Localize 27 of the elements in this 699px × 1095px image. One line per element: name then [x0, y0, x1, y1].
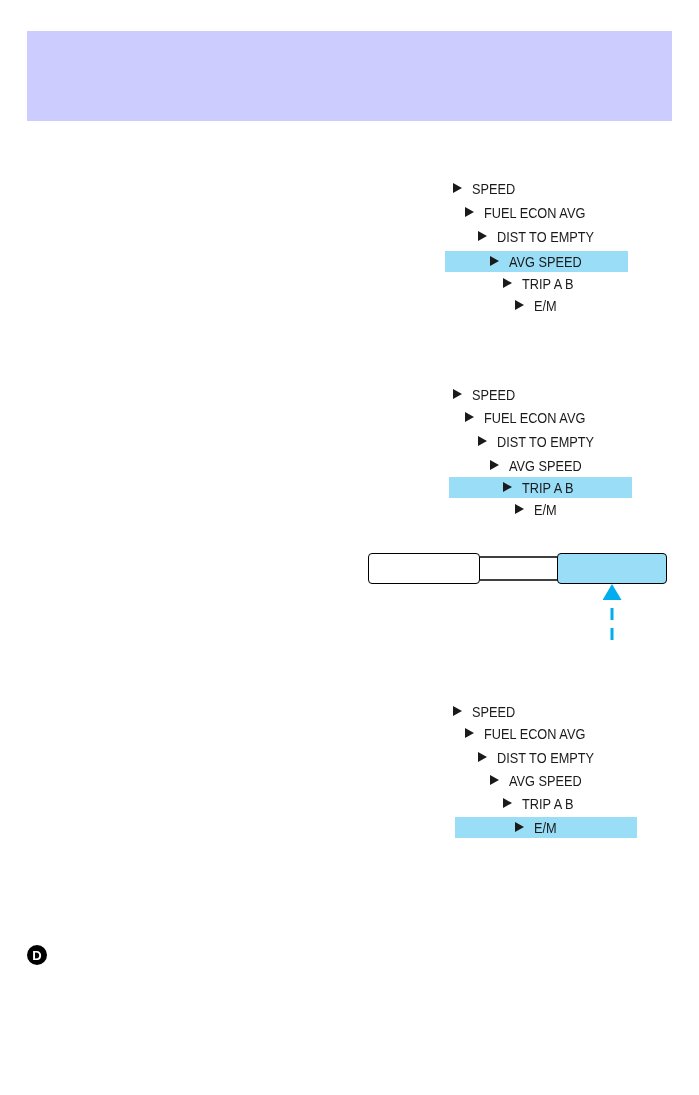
- menu-item-text: TRIP A B: [521, 795, 574, 811]
- menu-item-text: DIST TO EMPTY: [496, 433, 594, 449]
- menu-item-text: AVG SPEED: [509, 457, 582, 473]
- display-segment: [557, 553, 667, 584]
- menu-item-text: SPEED: [472, 180, 516, 196]
- menu-item-text: E/M: [534, 297, 557, 313]
- highlight-band: [449, 476, 632, 498]
- menu-item-text: SPEED: [472, 386, 516, 402]
- menu-item-text: SPEED: [472, 703, 516, 719]
- menu-item-text: E/M: [534, 501, 557, 517]
- menu-item-text: AVG SPEED: [509, 772, 582, 788]
- menu-item-text: DIST TO EMPTY: [496, 749, 594, 765]
- menu-item-text: TRIP A B: [521, 275, 574, 291]
- connecting-line: [479, 579, 558, 581]
- menu-item-text: FUEL ECON AVG: [484, 204, 586, 220]
- connecting-line: [479, 556, 558, 558]
- menu-item-text: FUEL ECON AVG: [484, 725, 586, 741]
- circled-letter: D: [27, 945, 47, 965]
- menu-item-text: E/M: [534, 819, 557, 835]
- menu-item-text: TRIP A B: [521, 479, 574, 495]
- highlight-band: [455, 816, 637, 838]
- menu-item-text: FUEL ECON AVG: [484, 409, 586, 425]
- menu-item-text: AVG SPEED: [509, 253, 582, 269]
- arrow: [602, 584, 622, 640]
- highlight-band: [445, 250, 628, 272]
- menu-item-text: DIST TO EMPTY: [496, 228, 594, 244]
- display-segment: [368, 553, 480, 584]
